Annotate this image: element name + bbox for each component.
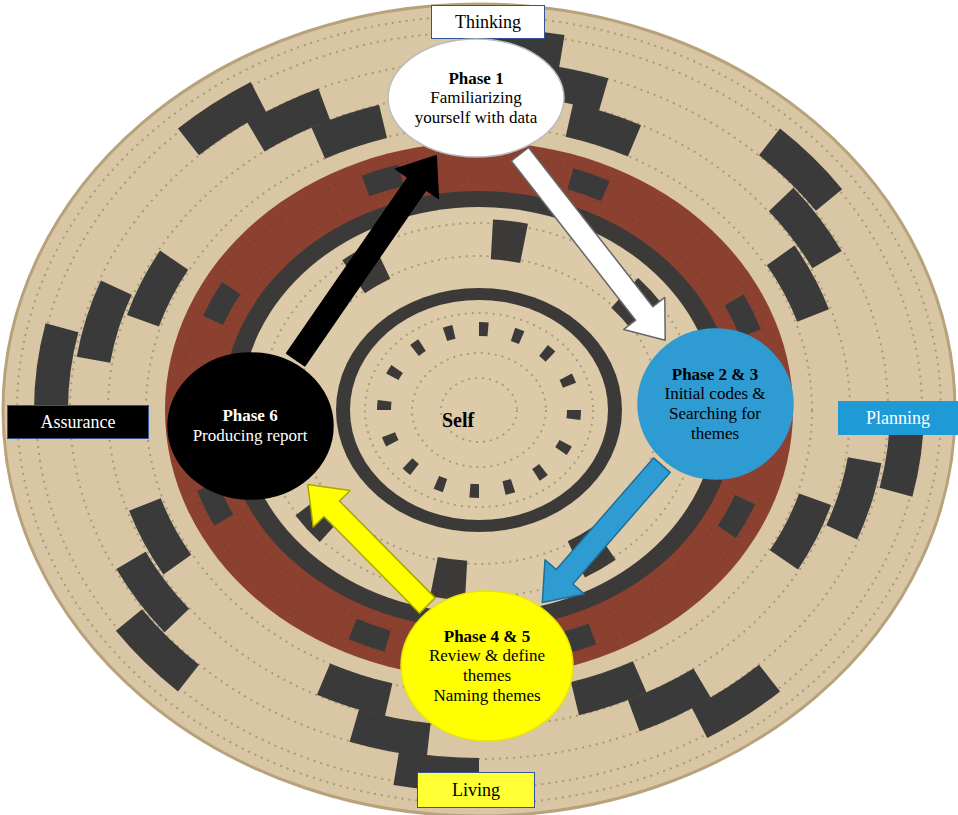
phase-circle: Phase 1Familiarizing yourself with data	[387, 38, 565, 158]
phase-label-box: Thinking	[431, 5, 545, 39]
phase-heading: Phase 4 & 5	[426, 627, 549, 647]
flow-arrow	[287, 156, 439, 366]
phase-text: Initial codes & Searching for themes	[660, 384, 771, 443]
phase-text: Review & define themes	[426, 646, 549, 685]
phase-label-box: Assurance	[7, 405, 149, 439]
text-group: Assurance	[41, 412, 116, 433]
phase-circle: Phase 6Producing report	[167, 352, 334, 500]
center-label: Self	[442, 409, 474, 432]
phase-heading: Phase 1	[413, 69, 539, 89]
phase-heading: Phase 6	[191, 406, 309, 426]
flow-arrow	[542, 458, 670, 603]
phase-text: Planning	[866, 408, 930, 429]
phase-text: Living	[452, 780, 500, 801]
phase-circle: Phase 2 & 3Initial codes & Searching for…	[637, 328, 794, 480]
text-group: Phase 6Producing report	[191, 406, 309, 445]
flow-arrow	[511, 148, 665, 341]
text-group: Living	[452, 780, 500, 801]
text-group: Phase 4 & 5Review & define themesNaming …	[426, 627, 549, 705]
phase-text: Producing report	[191, 426, 309, 446]
text-group: Phase 2 & 3Initial codes & Searching for…	[660, 365, 771, 443]
phase-text: Thinking	[455, 12, 521, 33]
phase-label-box: Planning	[838, 401, 958, 435]
phase-circle: Phase 4 & 5Review & define themesNaming …	[400, 590, 574, 742]
text-group: Phase 1Familiarizing yourself with data	[413, 69, 539, 128]
phase-label-box: Living	[417, 772, 535, 808]
flow-arrow	[308, 485, 435, 614]
text-group: Planning	[866, 408, 930, 429]
phase-text: Naming themes	[426, 686, 549, 706]
text-group: Thinking	[455, 12, 521, 33]
phase-text: Familiarizing yourself with data	[413, 88, 539, 127]
phase-text: Assurance	[41, 412, 116, 433]
phase-heading: Phase 2 & 3	[660, 365, 771, 385]
